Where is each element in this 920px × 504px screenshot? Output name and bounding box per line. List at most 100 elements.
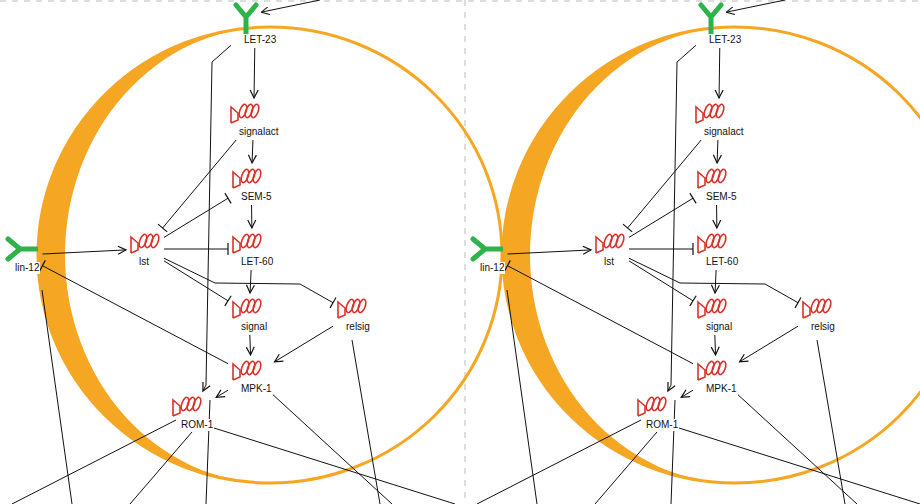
connector <box>629 261 693 301</box>
protein-label: signal <box>705 321 733 333</box>
frame-dash <box>465 0 466 504</box>
protein-icon <box>170 393 204 419</box>
protein-icon <box>230 357 264 383</box>
protein-label: LET-23 <box>243 34 277 46</box>
protein-label: signal <box>240 321 268 333</box>
receptor-icon <box>4 236 38 262</box>
protein-label: relsig <box>345 321 371 333</box>
protein-label: lst <box>138 256 150 268</box>
protein-node: relsig <box>800 295 836 333</box>
arrow-head <box>713 155 721 163</box>
arrow-head <box>711 285 719 293</box>
protein-label: lin-12 <box>479 262 505 274</box>
protein-icon <box>695 230 729 256</box>
connector <box>254 48 256 98</box>
interaction-edge <box>250 48 258 98</box>
protein-icon <box>228 100 262 126</box>
protein-label: SEM-5 <box>240 191 273 203</box>
arrow-head <box>216 390 225 398</box>
protein-node: signal <box>230 295 268 333</box>
connector <box>251 205 252 228</box>
protein-node: lin-12 <box>469 236 505 274</box>
interaction-edge <box>505 260 693 363</box>
protein-icon <box>230 165 264 191</box>
inhibition-bar <box>158 224 167 232</box>
interaction-edge <box>711 270 719 293</box>
interaction-edge <box>275 326 333 362</box>
protein-node: relsig <box>335 295 371 333</box>
protein-node: lst <box>593 230 627 268</box>
connector <box>629 198 693 237</box>
connector <box>681 390 693 397</box>
connector <box>716 205 717 228</box>
arrow-head <box>250 90 258 98</box>
connector <box>250 270 251 293</box>
arrow-head <box>711 347 719 355</box>
protein-label: LET-60 <box>705 256 739 268</box>
protein-icon <box>593 230 627 256</box>
protein-node: lst <box>128 230 162 268</box>
connector <box>507 250 591 254</box>
protein-label: signalact <box>238 126 279 138</box>
cell-outline <box>477 0 920 504</box>
connector <box>203 45 231 391</box>
interaction-edge <box>246 270 254 293</box>
interaction-edge <box>715 48 723 98</box>
connector <box>717 140 719 163</box>
connector <box>42 250 126 254</box>
protein-node: MPK-1 <box>695 357 738 395</box>
protein-icon <box>230 230 264 256</box>
connector <box>507 266 693 364</box>
protein-node: LET-60 <box>695 230 739 268</box>
inhibition-bar <box>690 193 696 203</box>
connector <box>164 198 228 237</box>
protein-icon <box>693 100 727 126</box>
protein-icon <box>128 230 162 256</box>
interaction-edge <box>740 326 798 362</box>
protein-icon <box>635 393 669 419</box>
protein-label: ROM-1 <box>180 419 214 431</box>
protein-label: LET-60 <box>240 256 274 268</box>
connector <box>275 326 333 362</box>
protein-icon <box>695 165 729 191</box>
protein-label: lin-12 <box>14 262 40 274</box>
protein-icon <box>695 295 729 321</box>
arrow-head <box>668 382 675 391</box>
connector <box>740 326 798 362</box>
interaction-edge <box>629 243 693 255</box>
interaction-edge <box>164 243 228 255</box>
inhibition-bar <box>330 297 336 307</box>
inhibition-bar <box>227 243 228 255</box>
protein-node: ROM-1 <box>635 393 679 431</box>
interaction-edge <box>42 246 126 254</box>
cell-outline <box>12 0 502 504</box>
connector <box>715 270 716 293</box>
protein-node: SEM-5 <box>230 165 273 203</box>
arrow-head <box>583 246 591 254</box>
arrow-head <box>246 285 254 293</box>
interaction-edge <box>668 45 696 391</box>
connector <box>163 140 237 228</box>
protein-node: MPK-1 <box>230 357 273 395</box>
arrow-head <box>118 246 126 254</box>
protein-node: signalact <box>693 100 744 138</box>
inhibition-bar <box>623 224 632 232</box>
interaction-edge <box>711 335 719 355</box>
interaction-edge <box>248 205 256 228</box>
connector <box>719 48 721 98</box>
connector <box>628 140 702 228</box>
arrow-head <box>248 220 256 228</box>
interaction-edge <box>623 140 701 232</box>
arrow-head <box>248 155 256 163</box>
interaction-edge <box>158 140 236 232</box>
connector <box>668 45 696 391</box>
protein-node: ROM-1 <box>170 393 214 431</box>
connector <box>164 261 228 301</box>
protein-label: SEM-5 <box>705 191 738 203</box>
protein-node: SEM-5 <box>695 165 738 203</box>
receptor-icon <box>233 2 259 34</box>
protein-icon <box>230 295 264 321</box>
protein-node: LET-60 <box>230 230 274 268</box>
